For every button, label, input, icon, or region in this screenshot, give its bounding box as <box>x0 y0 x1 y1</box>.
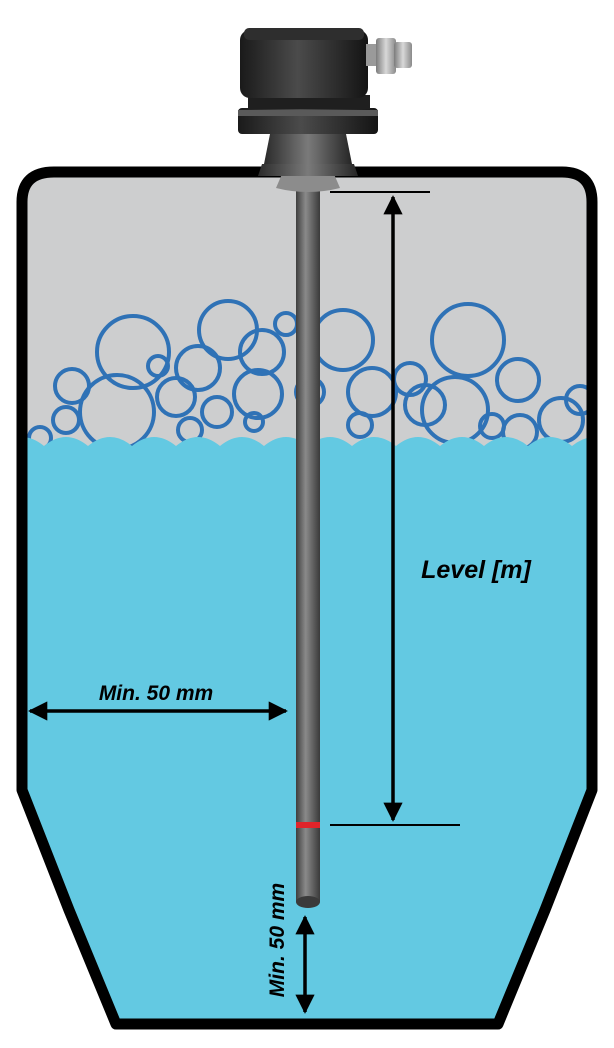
probe <box>296 185 320 908</box>
tank-outline <box>16 166 598 1030</box>
transmitter-head-icon <box>238 28 412 192</box>
probe-tip <box>296 896 320 908</box>
min-bottom-dimension: Min. 50 mm <box>266 883 315 1014</box>
level-label: Level [m] <box>421 556 532 584</box>
min-bottom-label: Min. 50 mm <box>266 883 289 997</box>
probe-bottom-mark <box>296 822 320 828</box>
min-width-label: Min. 50 mm <box>99 682 213 705</box>
min-width-dimension: Min. 50 mm <box>28 682 288 721</box>
probe-rod <box>296 185 320 902</box>
cable-gland-icon <box>366 38 412 74</box>
level-dimension: Level [m] <box>330 191 533 826</box>
